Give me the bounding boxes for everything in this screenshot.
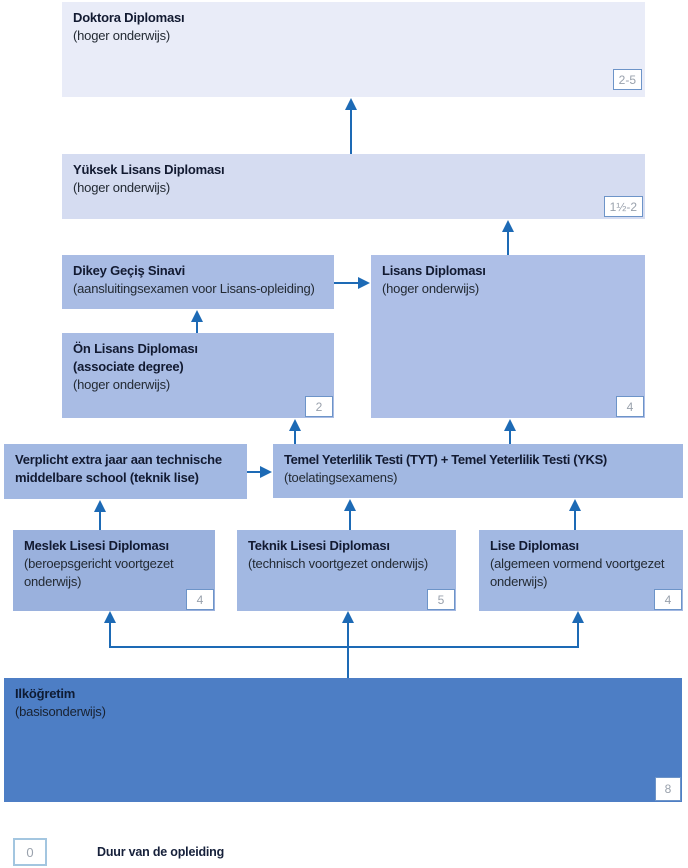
box-title: Doktora Diploması: [73, 10, 185, 25]
box-dikey-gecis-sinavi: Dikey Geçiş Sinavi (aansluitingsexamen v…: [62, 255, 334, 309]
box-title: Temel Yeterlilik Testi (TYT) + Temel Yet…: [284, 452, 607, 467]
box-title: Lisans Diploması: [382, 263, 486, 278]
box-subtitle: (hoger onderwijs): [73, 28, 171, 43]
box-teknik-lisesi-diplomasi: Teknik Lisesi Diploması (technisch voort…: [237, 530, 456, 611]
box-title: Lise Diploması: [490, 538, 579, 553]
box-subtitle: (basisonderwijs): [15, 704, 106, 719]
box-title: Dikey Geçiş Sinavi: [73, 263, 186, 278]
box-subtitle: (toelatingsexamens): [284, 470, 398, 485]
box-title: Verplicht extra jaar aan technische midd…: [15, 452, 222, 485]
box-on-lisans-diplomasi: Ön Lisans Diploması (associate degree) (…: [62, 333, 334, 418]
legend: 0 Duur van de opleiding: [13, 838, 224, 866]
box-meslek-lisesi-diplomasi: Meslek Lisesi Diploması (beroepsgericht …: [13, 530, 215, 611]
duration-badge: 8: [655, 777, 681, 801]
box-ilkogretim: Ilköğretim (basisonderwijs) 8: [4, 678, 682, 802]
box-lisans-diplomasi: Lisans Diploması (hoger onderwijs) 4: [371, 255, 645, 418]
box-subtitle: (aansluitingsexamen voor Lisans-opleidin…: [73, 281, 315, 296]
box-yuksek-lisans-diplomasi: Yüksek Lisans Diploması (hoger onderwijs…: [62, 154, 645, 219]
box-lise-diplomasi: Lise Diploması (algemeen vormend voortge…: [479, 530, 683, 611]
box-subtitle: (hoger onderwijs): [382, 281, 480, 296]
duration-badge: 1½-2: [603, 196, 643, 217]
duration-badge: 4: [654, 589, 682, 610]
duration-badge: 5: [427, 589, 455, 610]
box-title-secondary: (associate degree): [73, 359, 184, 374]
box-title: Yüksek Lisans Diploması: [73, 162, 225, 177]
box-doktora-diplomasi: Doktora Diploması (hoger onderwijs) 2-5: [62, 2, 645, 97]
legend-label: Duur van de opleiding: [97, 845, 225, 859]
duration-badge: 2-5: [612, 69, 642, 90]
duration-badge: 4: [186, 589, 214, 610]
box-title: Teknik Lisesi Diploması: [248, 538, 390, 553]
box-subtitle: (hoger onderwijs): [73, 180, 171, 195]
box-title: Ilköğretim: [15, 686, 76, 701]
box-verplicht-extra-jaar: Verplicht extra jaar aan technische midd…: [4, 444, 247, 499]
box-subtitle: (beroepsgericht voortgezet onderwijs): [24, 556, 174, 589]
box-subtitle: (technisch voortgezet onderwijs): [248, 556, 429, 571]
box-tyt-yks-examens: Temel Yeterlilik Testi (TYT) + Temel Yet…: [273, 444, 683, 498]
legend-duration-badge: 0: [13, 838, 47, 866]
box-subtitle: (algemeen vormend voortgezet onderwijs): [490, 556, 665, 589]
box-subtitle: (hoger onderwijs): [73, 377, 171, 392]
box-title: Ön Lisans Diploması: [73, 341, 198, 356]
box-title: Meslek Lisesi Diploması: [24, 538, 169, 553]
duration-badge: 4: [616, 396, 644, 417]
duration-badge: 2: [305, 396, 333, 417]
